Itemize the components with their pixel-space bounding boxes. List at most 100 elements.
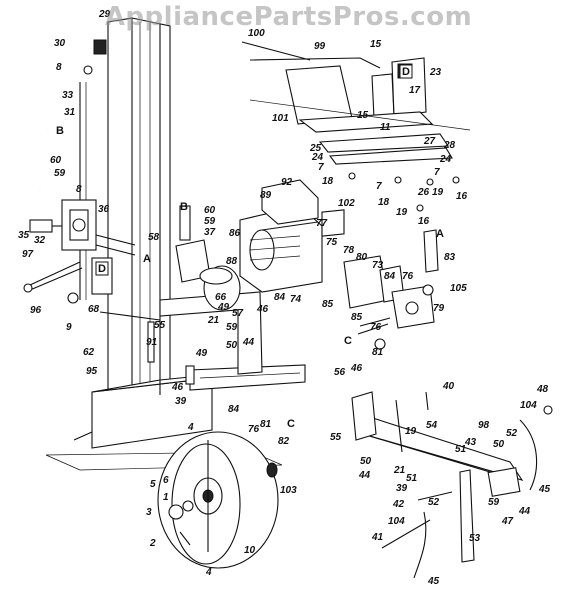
connection-letter-B: B (56, 125, 64, 137)
part-label-49: 49 (195, 348, 208, 359)
part-label-81: 81 (372, 347, 384, 358)
part-label-105: 105 (450, 283, 467, 294)
part-label-8: 8 (56, 62, 62, 73)
part-label-91: 91 (146, 337, 158, 348)
part-label-24: 24 (311, 152, 324, 163)
part-label-41: 41 (371, 532, 384, 543)
part-label-26: 26 (417, 187, 430, 198)
part-label-27: 27 (423, 136, 436, 147)
part-label-37: 37 (204, 227, 216, 238)
part-label-18: 18 (322, 176, 334, 187)
part-label-100: 100 (248, 28, 265, 39)
part-label-51: 51 (455, 444, 467, 455)
part-label-52: 52 (428, 497, 440, 508)
part-label-6: 6 (163, 475, 169, 486)
part-label-97: 97 (22, 249, 34, 260)
part-label-32: 32 (34, 235, 46, 246)
part-label-9: 9 (66, 322, 72, 333)
part-tag-D: D (402, 66, 410, 78)
part-label-86: 86 (229, 228, 241, 239)
part-label-84: 84 (228, 404, 240, 415)
part-label-33: 33 (62, 90, 74, 101)
base-frame (45, 291, 306, 471)
part-label-84: 84 (274, 292, 286, 303)
part-label-17: 17 (409, 85, 421, 96)
part-label-104: 104 (388, 516, 405, 527)
valve-bracket (175, 205, 241, 311)
part-label-15: 15 (370, 39, 382, 50)
part-label-4: 4 (187, 422, 194, 433)
hydraulic-pump (343, 229, 439, 350)
part-label-59: 59 (54, 168, 66, 179)
part-label-16: 16 (418, 216, 430, 227)
part-label-19: 19 (432, 187, 444, 198)
part-label-29: 29 (98, 9, 111, 20)
part-label-60: 60 (204, 205, 216, 216)
part-label-101: 101 (272, 113, 289, 124)
part-label-82: 82 (278, 436, 290, 447)
part-label-56: 56 (334, 367, 346, 378)
part-label-79: 79 (433, 303, 445, 314)
part-label-36: 36 (98, 204, 110, 215)
part-label-78: 78 (343, 245, 355, 256)
engine (239, 179, 345, 293)
part-label-8: 8 (76, 184, 82, 195)
part-label-42: 42 (392, 499, 405, 510)
part-label-103: 103 (280, 485, 297, 496)
part-label-74: 74 (290, 294, 302, 305)
part-label-25: 25 (309, 143, 322, 154)
part-label-58: 58 (148, 232, 160, 243)
part-label-21: 21 (207, 315, 220, 326)
part-label-85: 85 (351, 312, 363, 323)
part-label-5: 5 (150, 479, 156, 490)
part-label-19: 19 (405, 426, 417, 437)
part-label-99: 99 (314, 41, 326, 52)
part-label-98: 98 (478, 420, 490, 431)
connection-letter-B: B (180, 201, 188, 213)
part-label-1: 1 (163, 492, 169, 503)
part-tags: DD (95, 64, 413, 276)
part-label-73: 73 (372, 260, 384, 271)
part-label-2: 2 (149, 538, 156, 549)
connection-letter-C: C (287, 418, 295, 430)
part-label-15: 15 (357, 110, 369, 121)
part-label-66: 66 (215, 292, 227, 303)
part-label-4: 4 (205, 567, 212, 578)
part-label-43: 43 (464, 437, 477, 448)
part-label-54: 54 (426, 420, 438, 431)
part-label-104: 104 (520, 400, 537, 411)
part-label-102: 102 (338, 198, 355, 209)
part-label-28: 28 (443, 140, 456, 151)
wheel (157, 431, 279, 569)
part-label-44: 44 (242, 337, 255, 348)
part-label-49: 49 (217, 302, 230, 313)
part-label-89: 89 (260, 190, 272, 201)
part-label-19: 19 (396, 207, 408, 218)
part-label-50: 50 (360, 456, 372, 467)
part-label-57: 57 (232, 308, 244, 319)
part-label-7: 7 (318, 162, 324, 173)
part-tag-D: D (98, 263, 106, 275)
part-label-50: 50 (226, 340, 238, 351)
part-label-53: 53 (469, 533, 481, 544)
part-label-18: 18 (378, 197, 390, 208)
connection-letter-A: A (143, 253, 151, 265)
part-label-92: 92 (281, 177, 293, 188)
part-label-10: 10 (244, 545, 256, 556)
part-label-24: 24 (439, 154, 452, 165)
part-label-76: 76 (248, 424, 260, 435)
part-label-77: 77 (316, 218, 328, 229)
part-label-40: 40 (442, 381, 455, 392)
part-label-16: 16 (456, 191, 468, 202)
part-label-45: 45 (538, 484, 551, 495)
part-label-7: 7 (376, 181, 382, 192)
part-label-46: 46 (256, 304, 269, 315)
part-label-35: 35 (18, 230, 30, 241)
part-label-81: 81 (260, 419, 272, 430)
control-valve (23, 129, 161, 321)
part-label-62: 62 (83, 347, 95, 358)
part-label-85: 85 (322, 299, 334, 310)
part-label-47: 47 (501, 516, 514, 527)
